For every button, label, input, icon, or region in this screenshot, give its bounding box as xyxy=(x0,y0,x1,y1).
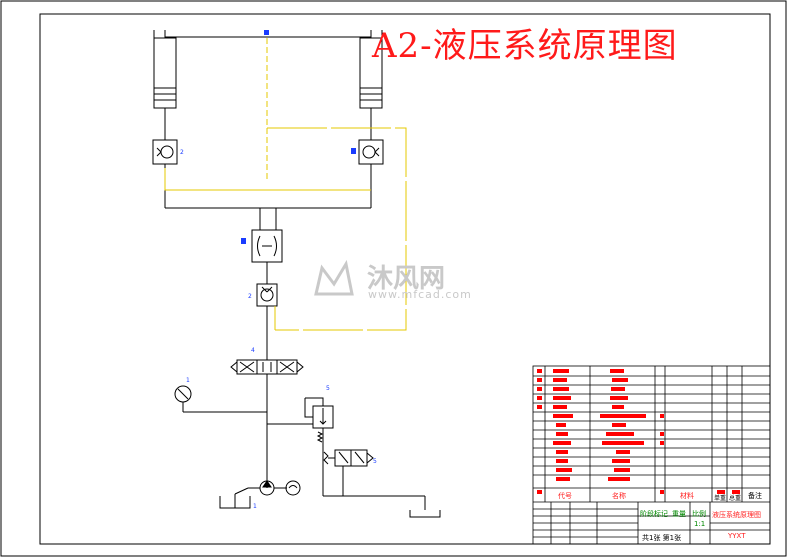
component-label: 4 xyxy=(251,347,255,354)
list-header-code: 代号 xyxy=(558,492,572,500)
flow-divider-valve xyxy=(251,229,283,284)
electric-motor xyxy=(285,480,301,496)
list-header-material: 材料 xyxy=(680,492,694,500)
hydraulic-pump xyxy=(248,480,287,496)
check-valve-middle xyxy=(256,283,278,360)
component-label: 2 xyxy=(180,149,184,156)
drawing-title: A2-液压系统原理图 xyxy=(372,26,678,66)
watermark-url: www.mfcad.com xyxy=(368,288,472,301)
component-label: 2 xyxy=(248,293,252,300)
hydraulic-cylinder-right xyxy=(359,30,383,140)
marking-label: 阶段标记 xyxy=(640,510,668,518)
list-header-name: 名称 xyxy=(612,492,626,500)
hydraulic-cylinder-left xyxy=(153,30,177,140)
relief-valve xyxy=(267,397,334,496)
component-markers xyxy=(241,30,356,244)
drawing-code: YYXT xyxy=(728,532,746,540)
pilot-lines xyxy=(164,38,407,331)
scale-value: 1:1 xyxy=(694,520,706,528)
component-label: 1 xyxy=(253,503,257,510)
scale-label: 比例 xyxy=(692,510,706,518)
directional-control-valve xyxy=(230,359,304,488)
sheet-info: 共1张 第1张 xyxy=(642,534,682,542)
component-label: 5 xyxy=(326,385,330,392)
check-valve-right xyxy=(358,139,384,208)
drawing-frame xyxy=(39,13,771,545)
list-header-total-weight: 总重 xyxy=(729,495,742,502)
list-header-unit-weight: 单重 xyxy=(714,495,727,502)
list-header-remarks: 备注 xyxy=(748,492,762,500)
component-label: 1 xyxy=(186,377,190,384)
weight-label: 重量 xyxy=(672,510,686,518)
tank-return xyxy=(409,510,441,518)
pressure-gauge xyxy=(174,385,267,413)
watermark-brand: 沐风网 xyxy=(367,264,446,294)
solenoid-valve xyxy=(323,449,426,510)
component-label: 5 xyxy=(373,458,377,465)
drawing-name: 液压系统原理图 xyxy=(712,511,761,519)
title-block xyxy=(532,365,771,545)
redacted-parts-list xyxy=(537,369,740,494)
tank-suction xyxy=(219,487,251,509)
watermark-logo-icon xyxy=(314,259,354,296)
